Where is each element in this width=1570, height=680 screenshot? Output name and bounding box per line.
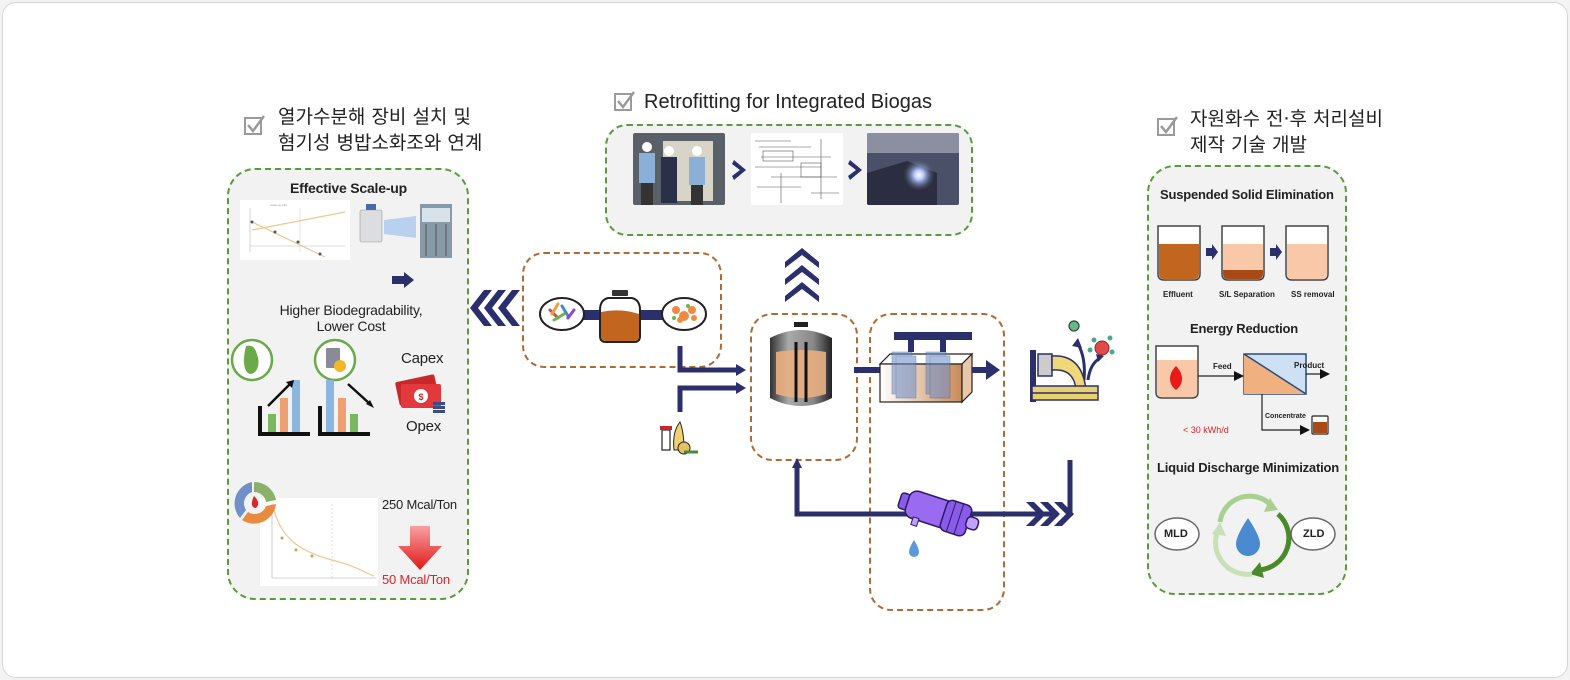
feed-label: Feed [1213, 362, 1232, 371]
biogas-utilization-icon [1030, 320, 1115, 402]
digester-box [750, 313, 858, 461]
membrane-process-icon [1155, 345, 1330, 435]
energy-value-label: < 30 kWh/d [1183, 425, 1229, 435]
left-heading-line1: 열가수분해 장비 설치 및 [278, 106, 471, 128]
hydrolysis-process-icon [539, 290, 707, 343]
feed-pipes [677, 346, 746, 412]
left-heading-line2: 혐기성 병밥소화조와 연계 [278, 132, 483, 154]
site-inspection-photo [633, 133, 725, 205]
energy-low-label: 50 Mcal/Ton [382, 572, 450, 587]
liquid-discharge-title: Liquid Discharge Minimization [1157, 460, 1339, 475]
food-waste-icon [660, 421, 698, 455]
chevron-right-icon [732, 160, 746, 180]
energy-reduction-title: Energy Reduction [1190, 321, 1299, 336]
left-heading: 열가수분해 장비 설치 및 혐기성 병밥소화조와 연계 [278, 104, 482, 156]
checkbox-checked-icon [614, 91, 636, 111]
energy-high-label: 250 Mcal/Ton [382, 497, 457, 512]
checkbox-checked-icon [244, 115, 266, 135]
center-heading: Retrofitting for Integrated Biogas [644, 91, 932, 113]
equipment-photo [867, 133, 959, 205]
money-icon: $ [395, 374, 445, 413]
biodeg-title: Higher Biodegradability, Lower Cost [276, 302, 426, 334]
chevrons-up-icon [785, 248, 819, 302]
biodeg-title-line1: Higher Biodegradability, [279, 302, 423, 318]
right-heading: 자원화수 전·후 처리설비 제작 기술 개발 [1190, 106, 1383, 158]
capex-label: Capex [401, 350, 444, 367]
biodeg-title-line2: Lower Cost [316, 318, 386, 334]
liquid-discharge-icon [1154, 493, 1336, 578]
scale-up-chart: scale-up plot [240, 200, 350, 260]
chevrons-left-icon [470, 290, 520, 326]
arrow-right-icon [392, 272, 414, 288]
membrane-filter-icon [897, 490, 980, 557]
pretreatment-box [522, 252, 722, 368]
svg-text:scale-up plot: scale-up plot [270, 203, 287, 207]
ss-step-separation: S/L Separation [1219, 290, 1275, 299]
chevron-right-icon [848, 160, 862, 180]
concentrate-label: Concentrate [1265, 413, 1306, 420]
scale-up-title: Effective Scale-up [290, 180, 407, 196]
ss-step-removal: SS removal [1291, 290, 1335, 299]
checkbox-checked-icon [1157, 116, 1179, 136]
scale-up-equipment-icon [359, 204, 452, 258]
membrane-box [869, 313, 1005, 611]
svg-text:$: $ [418, 392, 423, 402]
energy-curve-chart [234, 481, 378, 586]
opex-label: Opex [406, 418, 442, 435]
ss-title: Suspended Solid Elimination [1160, 187, 1334, 202]
biodegradability-chart-icon [230, 338, 374, 436]
product-label: Product [1294, 361, 1325, 370]
zld-label: ZLD [1303, 528, 1325, 540]
ss-step-effluent: Effluent [1163, 290, 1193, 299]
anaerobic-digester-icon [770, 322, 832, 406]
mld-label: MLD [1164, 528, 1188, 540]
right-heading-line2: 제작 기술 개발 [1190, 134, 1307, 156]
blueprint-drawing [751, 133, 843, 205]
decrease-arrow-icon [398, 526, 442, 570]
membrane-bioreactor-icon [854, 332, 1000, 404]
ss-elimination-icon [1157, 225, 1329, 281]
right-heading-line1: 자원화수 전·후 처리설비 [1190, 108, 1383, 130]
